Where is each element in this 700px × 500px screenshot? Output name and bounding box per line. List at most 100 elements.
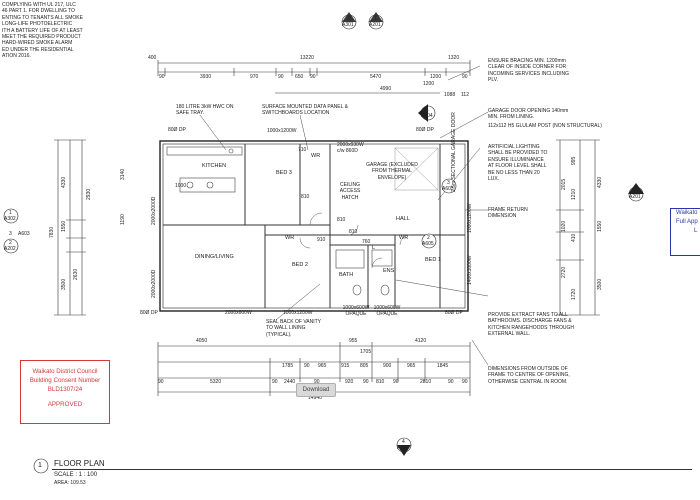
dim-top-row: 970 xyxy=(250,74,259,80)
dim-bottom-row2: 90 xyxy=(363,379,369,385)
dp-label: 80Ø DP xyxy=(416,127,434,133)
note-line: ATION 2016. xyxy=(2,53,31,60)
room-wr1: WR xyxy=(311,153,321,159)
dim-bottom-row1: 805 xyxy=(360,363,369,369)
marker-a603-ref: A603 xyxy=(442,186,454,192)
marker-a605-num: 2 xyxy=(427,235,430,241)
marker-a202-ref: A202 xyxy=(4,246,16,252)
note-line: 46 PART 1. FOR DWELLING TO xyxy=(2,8,75,15)
window-label: 1000x1200W xyxy=(283,310,313,316)
dim-bottom-row1: 1785 xyxy=(282,363,294,369)
room-dining-living: DINING/LIVING xyxy=(195,254,234,260)
dim-right-3500: 3500 xyxy=(597,278,603,290)
note-line: ENTING TO TENANTS ALL SMOKE xyxy=(2,14,83,21)
dim-bottom-row2: 810 xyxy=(376,379,385,385)
window-label-opaque: 1000x600W OPAQUE xyxy=(373,305,401,318)
dim-bottom-row2: 2440 xyxy=(284,379,296,385)
marker-a603b-num: 3 xyxy=(9,231,12,237)
window-label-opaque: 1000x600W OPAQUE xyxy=(342,305,370,318)
dim-left-1190: 1190 xyxy=(120,214,126,225)
title-scale: SCALE : 1 : 100 xyxy=(54,472,98,478)
dim-right-1720: 1720 xyxy=(571,288,577,300)
room-garage: GARAGE (EXCLUDED FROM THERMAL ENVELOPE) xyxy=(366,162,418,181)
stamp-line: BLD1307/24 xyxy=(47,386,83,393)
garage-door-label: 2.5m SECTIONAL GARAGE DOOR xyxy=(451,112,457,192)
dim-bottom-row2: 90 xyxy=(158,379,164,385)
dim-top-1088: 1088 xyxy=(444,92,456,98)
marker-a603-num: 3 xyxy=(447,180,450,186)
dim-bottom-row2: 5320 xyxy=(210,379,222,385)
marker-a604-num: 1 xyxy=(426,107,429,113)
dim-760: 760 xyxy=(362,239,371,245)
stamp-line: Full App xyxy=(676,219,698,225)
dim-right-1210: 1210 xyxy=(571,188,577,200)
room-l: L xyxy=(372,245,376,251)
dim-bottom-1705: 1705 xyxy=(360,349,372,355)
room-kitchen: KITCHEN xyxy=(202,163,227,169)
dim-bottom-row1: 900 xyxy=(383,363,392,369)
room-hall: HALL xyxy=(396,216,410,222)
dim-1000: 1000 xyxy=(175,183,187,189)
dim-bottom-row2: 90 xyxy=(448,379,454,385)
note-garage-door: GARAGE DOOR OPENING 140mm MIN. FROM LINI… xyxy=(488,108,569,121)
dim-bottom-row2: 90 xyxy=(462,379,468,385)
title-area: AREA: 109.53 xyxy=(54,480,86,486)
dim-left-1550: 1550 xyxy=(61,220,67,232)
marker-a301-num: 3 xyxy=(347,16,350,22)
marker-a202-num: 2 xyxy=(9,240,12,246)
council-stamp-partial: Waikato Full App L xyxy=(670,208,700,256)
room-ceiling-hatch: CEILING ACCESS HATCH xyxy=(339,182,361,201)
dim-left-2630: 2630 xyxy=(73,268,79,280)
dim-bottom-row1: 965 xyxy=(318,363,327,369)
dim-right-2015: 2015 xyxy=(561,178,567,190)
dim-bottom-row1: 915 xyxy=(341,363,350,369)
room-bed1: BED 1 xyxy=(425,257,441,263)
dim-bottom-row2: 90 xyxy=(272,379,278,385)
note-frame-return: FRAME RETURN DIMENSION xyxy=(488,207,528,220)
dim-710: 710 xyxy=(298,147,307,153)
dim-left-overall: 7830 xyxy=(49,226,55,238)
stamp-line: Building Consent Number xyxy=(29,377,101,384)
smoke-alarm-notes: COMPLYING WITH UL 217, ULC 46 PART 1. FO… xyxy=(2,2,102,60)
dim-810: 810 xyxy=(349,229,358,235)
dim-top-overall: 13220 xyxy=(300,55,314,61)
dim-top-row: 650 xyxy=(295,74,304,80)
download-button[interactable]: Download xyxy=(296,383,336,397)
note-data-panel: SURFACE MOUNTED DATA PANEL & SWITCHBOARD… xyxy=(262,104,348,117)
dim-top-row: 3930 xyxy=(200,74,212,80)
note-seal-back: SEAL BACK OF VANITY TO WALL LINING (TYPI… xyxy=(266,319,321,338)
dim-top-row: 5470 xyxy=(370,74,382,80)
dim-top-row: 90 xyxy=(278,74,284,80)
dim-bottom-row2: 920 xyxy=(345,379,354,385)
stamp-line: L xyxy=(694,228,698,234)
stamp-line: APPROVED xyxy=(47,401,83,408)
room-bed2: BED 2 xyxy=(292,262,308,268)
room-bed3: BED 3 xyxy=(276,170,292,176)
dim-left-3500: 3500 xyxy=(61,278,67,290)
room-wr2: WR xyxy=(285,235,295,241)
dim-right-1020: 1020 xyxy=(561,220,567,232)
note-ensure-bracing: ENSURE BRACING MIN. 1200mm CLEAR OF INSI… xyxy=(488,58,570,84)
dim-top-row: 90 xyxy=(310,74,316,80)
note-line: ITH A BATTERY LIFE OF AT LEAST xyxy=(2,27,83,34)
dim-bottom-row1: 90 xyxy=(304,363,310,369)
marker-a201r-ref: A201 xyxy=(629,194,641,200)
dim-right-2720: 2720 xyxy=(561,266,567,278)
dim-top-112: 112 xyxy=(461,92,469,98)
dim-bottom-4050: 4050 xyxy=(196,338,208,344)
marker-a603b-ref: A603 xyxy=(18,231,30,237)
dim-bottom-row2: 2810 xyxy=(420,379,432,385)
note-line: HARD-WIRED SMOKE ALARM xyxy=(2,40,73,47)
dim-810: 810 xyxy=(337,217,346,223)
marker-a605-ref: A605 xyxy=(422,241,434,247)
marker-a202b-ref: A202 xyxy=(397,445,409,451)
dim-top-left-small: 400 xyxy=(148,55,157,61)
dim-bottom-row1: 1845 xyxy=(437,363,449,369)
note-line: MEET THE REQUIRED PRODUCT xyxy=(2,34,81,41)
note-line: COMPLYING WITH UL 217, ULC xyxy=(2,2,76,8)
title-name: FLOOR PLAN xyxy=(54,459,105,468)
window-label: 1000x1200W xyxy=(467,203,473,233)
dp-label: 80Ø DP xyxy=(445,310,463,316)
dim-bottom-overall: 14940 xyxy=(308,395,322,401)
